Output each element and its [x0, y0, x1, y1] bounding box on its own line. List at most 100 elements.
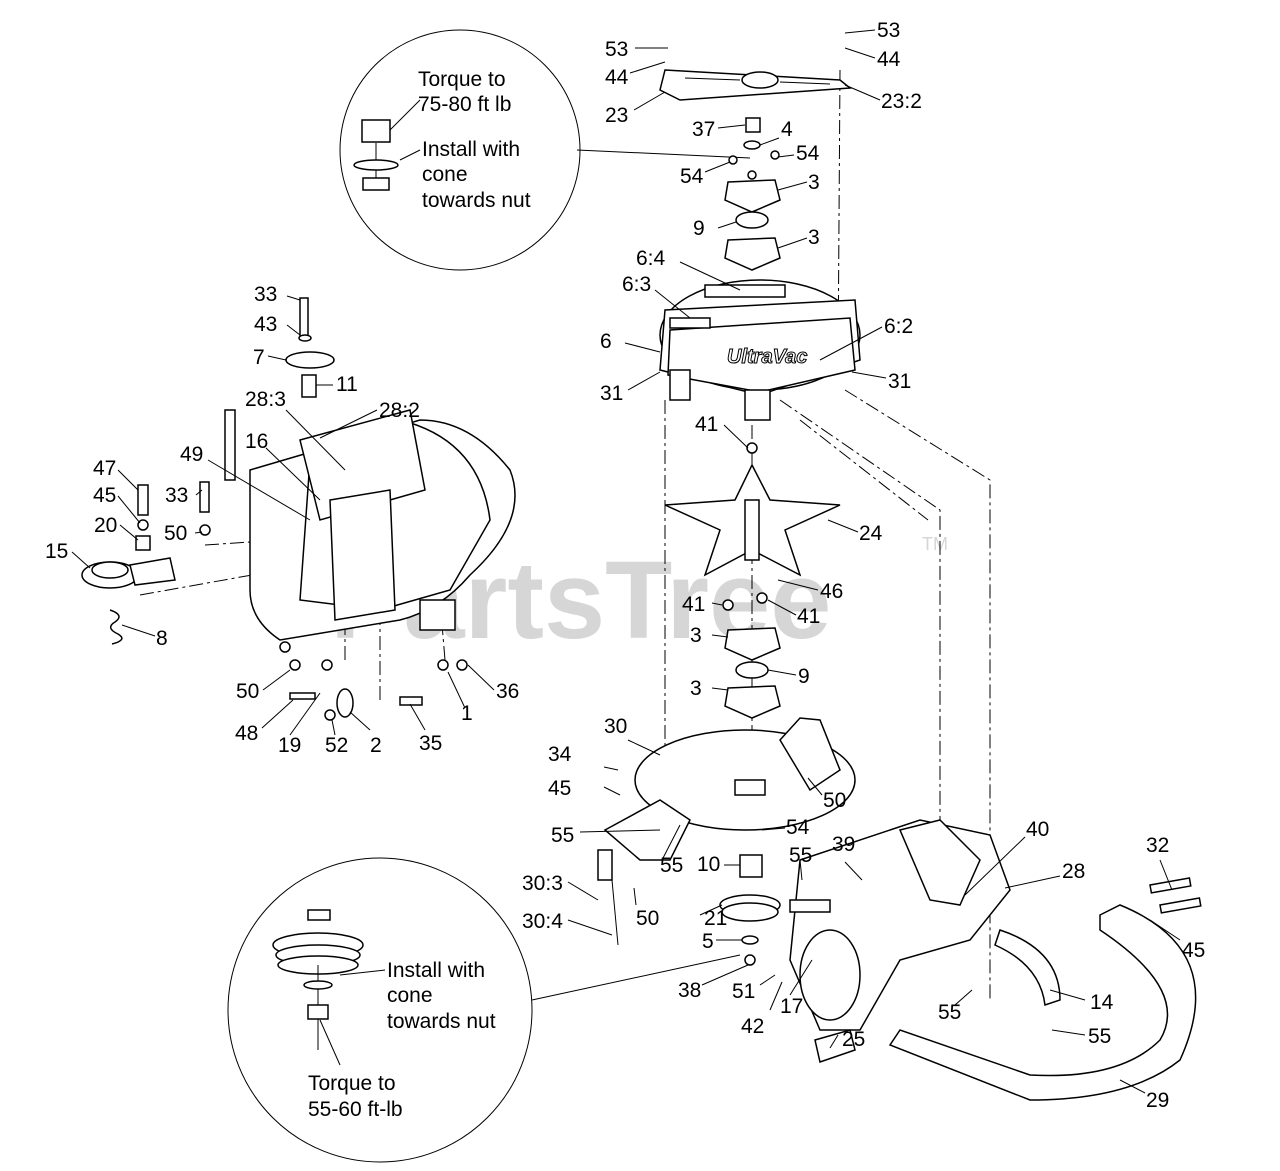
lower-plate — [597, 717, 856, 966]
callout: 3 — [690, 677, 702, 700]
callout: 28 — [1062, 860, 1085, 883]
callout: 34 — [548, 743, 572, 766]
callout: 2 — [370, 734, 382, 757]
note-top-torque-2: 75-80 ft lb — [418, 93, 511, 116]
note-bottom-torque-2: 55-60 ft-lb — [308, 1098, 403, 1121]
callout: 31 — [888, 370, 911, 393]
callout: 50 — [164, 522, 187, 545]
callout: 44 — [877, 48, 901, 71]
callout: 55 — [1088, 1025, 1111, 1048]
callout: 48 — [235, 722, 258, 745]
callout: 29 — [1146, 1089, 1169, 1112]
callout: 37 — [692, 118, 715, 141]
callout: 7 — [253, 346, 265, 369]
callout: 46 — [820, 580, 843, 603]
callout: 35 — [419, 732, 442, 755]
callout: 30 — [604, 715, 627, 738]
callout: 3 — [808, 226, 820, 249]
callout: 55 — [789, 844, 812, 867]
callout: 52 — [325, 734, 348, 757]
callout: 55 — [551, 824, 574, 847]
callout: 15 — [45, 540, 68, 563]
callout: 3 — [808, 171, 820, 194]
callout: 49 — [180, 443, 203, 466]
callout: 23 — [605, 104, 628, 127]
callout: 11 — [336, 373, 358, 396]
note-bottom-torque-1: Torque to — [308, 1072, 396, 1095]
left-assembly — [224, 297, 516, 721]
idler-assembly — [81, 481, 211, 645]
note-top-install-3: towards nut — [422, 189, 531, 212]
callout: 47 — [93, 457, 116, 480]
callout: 45 — [548, 777, 571, 800]
callout: 45 — [1182, 939, 1205, 962]
callout: 54 — [786, 816, 810, 839]
callout: 8 — [156, 627, 168, 650]
callout: 54 — [796, 142, 820, 165]
callout: 50 — [823, 789, 846, 812]
callout: 17 — [780, 995, 803, 1018]
callout: 36 — [496, 680, 519, 703]
callout: 25 — [842, 1028, 865, 1051]
detail-circle-bottom — [227, 857, 741, 1163]
callout: 55 — [938, 1001, 961, 1024]
callout: 23:2 — [881, 90, 922, 113]
callout: 24 — [859, 522, 883, 545]
upper-bearing-stack — [724, 117, 781, 271]
detail-notes: Torque to 75-80 ft lb Install with cone … — [308, 68, 531, 1121]
callout: 30:4 — [522, 910, 563, 933]
note-top-install-2: cone — [422, 163, 468, 186]
callout: 6:4 — [636, 247, 666, 270]
callout: 50 — [636, 907, 659, 930]
lower-housing — [789, 819, 1011, 1063]
callout: 55 — [660, 854, 683, 877]
ultravac-logo: UltraVac — [727, 346, 807, 368]
callout: 53 — [877, 19, 900, 42]
callout: 6:3 — [622, 273, 651, 296]
callout: 6 — [600, 330, 612, 353]
callout: 1 — [461, 702, 473, 725]
callout: 54 — [680, 165, 704, 188]
callout: 28:2 — [379, 399, 420, 422]
callout: 4 — [781, 118, 793, 141]
callout: 6:2 — [884, 315, 913, 338]
callout: 5 — [702, 930, 714, 953]
callout: 16 — [245, 430, 268, 453]
callout: 9 — [693, 217, 705, 240]
callout: 10 — [697, 853, 720, 876]
callout: 28:3 — [245, 388, 286, 411]
detail-circle-top — [339, 29, 751, 271]
callout: 14 — [1090, 991, 1114, 1014]
callout: 33 — [254, 283, 277, 306]
note-top-install-1: Install with — [422, 138, 520, 161]
note-bottom-install-1: Install with — [387, 959, 485, 982]
callout: 9 — [798, 665, 810, 688]
callout: 31 — [600, 382, 623, 405]
decal-plate — [659, 69, 852, 101]
note-bottom-install-2: cone — [387, 984, 433, 1007]
lower-bearing-stack — [722, 592, 781, 719]
callout: 42 — [741, 1015, 764, 1038]
callout: 3 — [690, 624, 702, 647]
callout: 39 — [832, 833, 855, 856]
callout: 21 — [704, 907, 727, 930]
callout: 44 — [605, 66, 629, 89]
callouts: 53 44 23 53 44 23:2 37 4 54 54 3 9 3 6:4… — [45, 19, 1205, 1112]
callout: 53 — [605, 38, 628, 61]
leader-lines — [71, 29, 1181, 1094]
callout: 45 — [93, 484, 116, 507]
callout: 30:3 — [522, 872, 563, 895]
upper-housing: UltraVac — [659, 279, 861, 421]
callout: 41 — [682, 593, 705, 616]
callout: 33 — [165, 484, 188, 507]
note-bottom-install-3: towards nut — [387, 1010, 496, 1033]
callout: 41 — [797, 605, 820, 628]
impeller — [664, 442, 841, 577]
callout: 43 — [254, 313, 277, 336]
callout: 50 — [236, 680, 259, 703]
callout: 41 — [695, 413, 718, 436]
note-top-torque-1: Torque to — [418, 68, 506, 91]
callout: 20 — [94, 514, 117, 537]
callout: 51 — [732, 980, 755, 1003]
